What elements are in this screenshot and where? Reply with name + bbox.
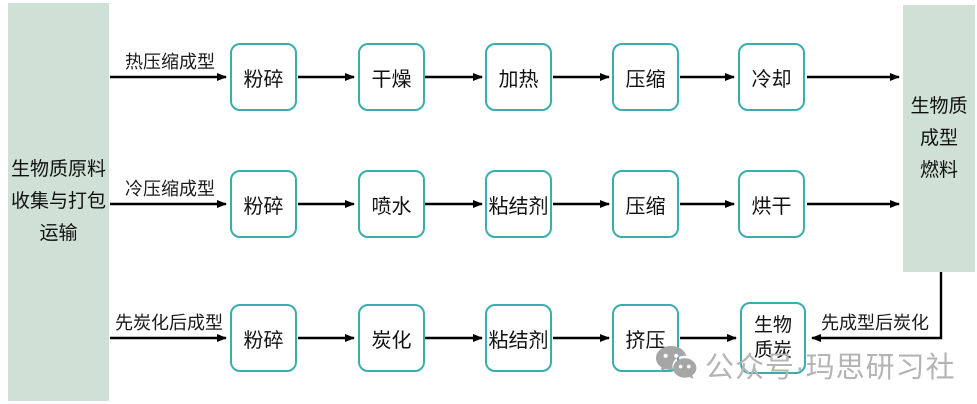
source-panel-line3: 运输 [39,223,78,244]
node-r3-extrude: 挤压 [612,304,679,372]
node-r3-extrude-label: 挤压 [625,329,666,352]
node-r3-carbonize-label: 炭化 [371,329,412,352]
source-panel-line2: 收集与打包 [10,191,106,212]
return-edge-label: 先成型后炭化 [821,313,929,333]
node-r2-spray-label: 喷水 [371,195,412,218]
node-r2-binder: 粘结剂 [485,170,552,238]
node-r2-bake-label: 烘干 [751,195,792,218]
node-r3-binder-label: 粘结剂 [488,329,549,352]
node-r1-crush: 粉碎 [230,43,297,111]
node-r3-crush-label: 粉碎 [243,329,284,352]
charcoal-node-label: 生物 质炭 [754,313,792,363]
edge-sink-to-charcoal-return [811,272,943,342]
route3-label: 先炭化后成型 [115,313,223,333]
route1-label: 热压缩成型 [125,52,215,72]
node-r3-crush: 粉碎 [230,304,297,372]
node-r2-binder-label: 粘结剂 [488,195,549,218]
node-r2-crush: 粉碎 [230,170,297,238]
node-r2-bake: 烘干 [738,170,805,238]
node-r1-heat: 加热 [485,43,552,111]
node-r1-cool-label: 冷却 [751,68,792,91]
node-r1-compress: 压缩 [612,43,679,111]
node-r1-crush-label: 粉碎 [243,68,284,91]
node-r2-crush-label: 粉碎 [243,195,284,218]
route2-label: 冷压缩成型 [125,179,215,199]
node-r1-cool: 冷却 [738,43,805,111]
node-r1-dry: 干燥 [358,43,425,111]
node-biomass-charcoal: 生物 质炭 [740,302,806,374]
charcoal-node-line2: 质炭 [753,340,792,361]
sink-panel-formed-fuel: 生物质 成型 燃料 [903,5,975,272]
node-r1-heat-label: 加热 [498,68,539,91]
node-r2-compress-label: 压缩 [625,195,666,218]
node-r3-carbonize: 炭化 [358,304,425,372]
charcoal-node-line1: 生物 [753,315,792,336]
node-r1-compress-label: 压缩 [625,68,666,91]
sink-panel-line1: 生物质 [910,95,968,117]
sink-panel-line2: 成型 [919,127,958,149]
node-r3-binder: 粘结剂 [485,304,552,372]
source-panel-line1: 生物质原料 [10,159,106,180]
source-panel-biomass-collection: 生物质原料 收集与打包 运输 [8,3,109,401]
node-r2-compress: 压缩 [612,170,679,238]
node-r2-spray: 喷水 [358,170,425,238]
sink-panel-line3: 燃料 [919,159,958,181]
node-r1-dry-label: 干燥 [371,68,412,91]
